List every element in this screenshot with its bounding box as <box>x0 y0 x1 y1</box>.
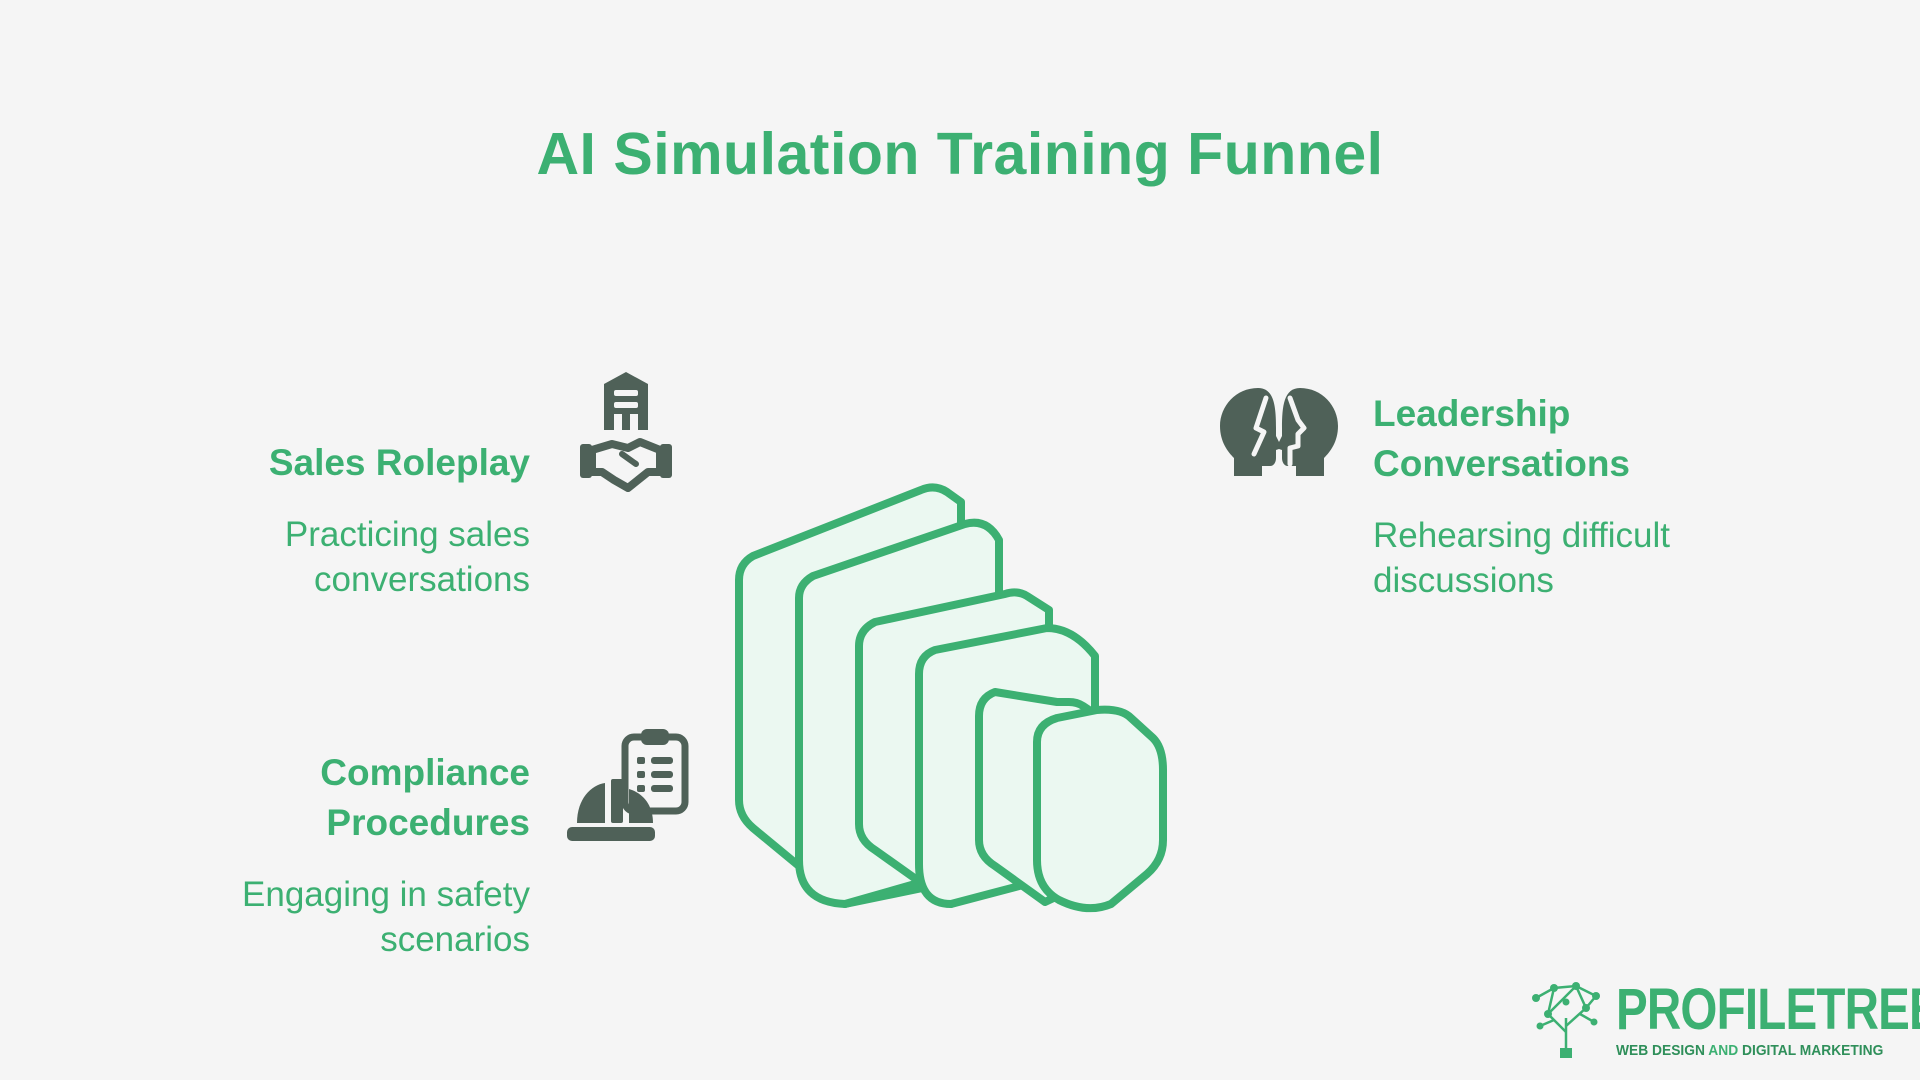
page-title: AI Simulation Training Funnel <box>536 121 1384 187</box>
sales-roleplay-desc-line-1: Practicing sales <box>284 515 530 554</box>
logo-tagline-part3: DIGITAL MARKETING <box>1742 1042 1884 1059</box>
leadership-conversations-heading: Leadership Conversations <box>1373 389 1793 489</box>
tree-logo-icon <box>1532 982 1600 1058</box>
leadership-heading-line-2: Conversations <box>1373 443 1631 484</box>
logo-wordmark: PROFILETREE <box>1616 978 1920 1042</box>
hardhat-clipboard-icon <box>567 729 689 841</box>
leadership-desc-line-1: Rehearsing difficult <box>1373 516 1671 555</box>
leadership-conversations-block: Leadership Conversations Rehearsing diff… <box>1373 389 1793 603</box>
compliance-procedures-heading: Compliance Procedures <box>150 748 530 848</box>
compliance-heading-line-1: Compliance <box>320 752 530 793</box>
sales-roleplay-desc-line-2: conversations <box>314 560 530 599</box>
funnel-layer-6 <box>1033 705 1167 913</box>
sales-roleplay-block: Sales Roleplay Practicing sales conversa… <box>150 438 530 602</box>
funnel-graphic <box>735 483 1167 913</box>
compliance-desc-line-2: scenarios <box>380 920 530 959</box>
leadership-desc-line-2: discussions <box>1373 561 1554 600</box>
logo-name-part1: PROFILE <box>1616 977 1817 1042</box>
compliance-procedures-desc: Engaging in safety scenarios <box>150 872 530 962</box>
compliance-procedures-block: Compliance Procedures Engaging in safety… <box>150 748 530 962</box>
leadership-heading-line-1: Leadership <box>1373 393 1571 434</box>
logo-tagline-part1: WEB DESIGN <box>1616 1042 1705 1059</box>
compliance-heading-line-2: Procedures <box>326 802 530 843</box>
logo-tagline-part2: AND <box>1708 1042 1739 1059</box>
leadership-conversations-desc: Rehearsing difficult discussions <box>1373 513 1793 603</box>
profiletree-logo: PROFILETREE WEB DESIGN AND DIGITAL MARKE… <box>1524 978 1920 1068</box>
sales-roleplay-heading-line: Sales Roleplay <box>268 442 530 483</box>
compliance-desc-line-1: Engaging in safety <box>242 875 530 914</box>
logo-name-part2: TREE <box>1816 977 1920 1042</box>
handshake-building-icon <box>580 372 672 492</box>
sales-roleplay-heading: Sales Roleplay <box>150 438 530 488</box>
sales-roleplay-desc: Practicing sales conversations <box>150 512 530 602</box>
logo-tagline: WEB DESIGN AND DIGITAL MARKETING <box>1616 1042 1883 1059</box>
two-heads-icon <box>1220 388 1338 476</box>
